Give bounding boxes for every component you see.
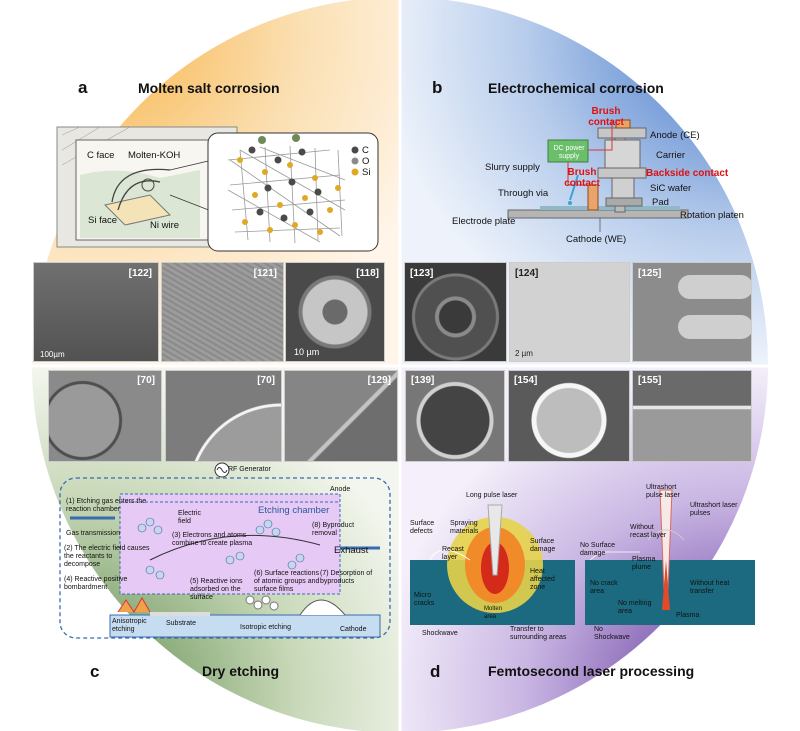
sem-image-139: [139] <box>405 370 505 462</box>
label-etching-chamber: Etching chamber <box>258 505 330 516</box>
label-molten-area: Molten area <box>484 606 503 620</box>
panel-a-label: a <box>78 78 88 97</box>
label-ultrashort-pulses: Ultrashort laser pulses <box>690 502 738 517</box>
label-electrode-plate: Electrode plate <box>452 216 516 227</box>
electrochemical-schematic <box>507 119 689 232</box>
label-si-face: Si face <box>88 215 118 226</box>
label-carrier: Carrier <box>656 150 686 161</box>
label-step5: (5) Reactive ions adsorbed on the surfac… <box>190 578 243 601</box>
label-slurry-supply: Slurry supply <box>485 162 540 173</box>
panel-b-title: Electrochemical corrosion <box>488 80 664 96</box>
label-no-melting: No melting area <box>618 600 652 615</box>
sem-image-121: [121] <box>161 262 284 362</box>
ref-125: [125] <box>638 268 662 279</box>
scalebar-100um: 100µm <box>40 350 65 359</box>
label-step1: (1) Etching gas enters the reaction cham… <box>66 498 147 513</box>
panel-c-label: c <box>90 662 100 681</box>
ref-123: [123] <box>410 268 434 279</box>
label-pad: Pad <box>652 197 669 208</box>
ref-121: [121] <box>253 268 277 279</box>
scalebar-10um: 10 µm <box>294 347 320 357</box>
label-through-via: Through via <box>498 188 549 199</box>
sem-image-155: [155] <box>632 370 752 462</box>
panel-d-title: Femtosecond laser processing <box>488 663 695 679</box>
label-anode: Anode (CE) <box>650 130 700 141</box>
label-step8: (8) Byproduct removal <box>312 522 355 537</box>
label-ultrashort-laser: Ultrashort pulse laser <box>646 484 680 499</box>
sem-image-125: [125] <box>632 262 752 362</box>
dry-etching-schematic <box>59 462 391 639</box>
sem-image-70a: [70] <box>48 370 162 462</box>
ref-70a: [70] <box>137 375 155 386</box>
ref-122: [122] <box>128 268 152 279</box>
label-no-surface-damage: No Surface damage <box>580 542 616 557</box>
ref-139: [139] <box>411 375 435 386</box>
label-step4: (4) Reactive positive bombardment <box>64 576 128 591</box>
label-backside-contact: Backside contact <box>646 168 729 179</box>
molten-salt-schematic <box>56 126 379 252</box>
label-surface-defects: Surface defects <box>410 520 435 535</box>
ref-118: [118] <box>356 268 379 279</box>
label-molten-koh: Molten-KOH <box>128 150 181 161</box>
sem-image-129: [129] <box>284 370 398 462</box>
panel-a-title: Molten salt corrosion <box>138 80 280 96</box>
panel-d-label: d <box>430 662 441 681</box>
label-rotation-platen: Rotation platen <box>680 210 744 221</box>
label-electric-field: Electric field <box>178 510 201 525</box>
label-step7: (7) Desorption of byproducts <box>320 570 373 585</box>
ref-154: [154] <box>514 375 538 386</box>
label-brush-contact-top: Brush contact <box>588 106 624 128</box>
sem-image-70b: [70] <box>165 370 282 462</box>
label-plasma-plume: Plasma plume <box>632 556 656 571</box>
label-cathode: Cathode (WE) <box>566 234 627 245</box>
label-brush-contact-mid: Brush contact <box>564 167 600 189</box>
sem-image-124: [124] 2 µm <box>509 262 630 362</box>
label-exhaust: Exhaust <box>334 545 369 556</box>
legend-si: Si <box>362 167 371 178</box>
scalebar-2um: 2 µm <box>515 349 533 358</box>
label-step3: (3) Electrons and atoms combine to creat… <box>172 532 253 547</box>
label-step2: (2) The electric field causes the reacta… <box>64 545 150 568</box>
label-micro-cracks: Micro cracks <box>414 592 435 607</box>
label-shockwave: Shockwave <box>422 630 458 637</box>
label-heat-affected: Heat affected zone <box>530 568 555 591</box>
sem-image-123: [123] <box>404 262 507 362</box>
label-isotropic: Isotropic etching <box>240 624 291 631</box>
laser-schematic <box>410 489 755 625</box>
label-no-shockwave: No Shockwave <box>594 626 630 641</box>
panel-c-title: Dry etching <box>202 663 280 679</box>
label-anode-c: Anode <box>330 486 351 493</box>
label-plasma: Plasma <box>676 612 700 619</box>
label-c-face: C face <box>87 150 115 161</box>
label-recast-layer: Recast layer <box>442 546 464 561</box>
label-rf-generator: RF Generator <box>228 466 271 473</box>
label-cathode-c: Cathode <box>340 626 367 633</box>
label-long-pulse: Long pulse laser <box>466 492 518 499</box>
legend-c: C <box>362 145 369 156</box>
panel-b-label: b <box>432 78 443 97</box>
sem-image-118: [118] 10 µm <box>285 262 385 362</box>
ref-155: [155] <box>638 375 662 386</box>
sem-image-122: [122] 100µm <box>33 262 159 362</box>
label-without-heat: Without heat transfer <box>690 580 730 595</box>
label-sic-wafer: SiC wafer <box>650 183 692 194</box>
label-dc-power: DC power supply <box>553 145 585 160</box>
label-surface-damage: Surface damage <box>530 538 556 553</box>
legend-o: O <box>362 156 370 167</box>
ref-124: [124] <box>515 268 539 279</box>
label-ni-wire: Ni wire <box>150 220 180 231</box>
label-substrate: Substrate <box>166 620 196 627</box>
label-anisotropic: Anisotropic etching <box>112 618 147 633</box>
label-spraying-materials: Spraying materials <box>450 520 479 535</box>
label-step6: (6) Surface reactions of atomic groups a… <box>254 570 320 593</box>
label-no-crack: No crack area <box>590 580 618 595</box>
ref-129: [129] <box>367 375 391 386</box>
sem-image-154: [154] <box>508 370 630 462</box>
ref-70b: [70] <box>257 375 275 386</box>
label-gas-transmission: Gas transmission <box>66 530 121 537</box>
label-without-recast: Without recast layer <box>630 524 667 539</box>
label-transfer: Transfer to surrounding areas <box>510 626 567 641</box>
